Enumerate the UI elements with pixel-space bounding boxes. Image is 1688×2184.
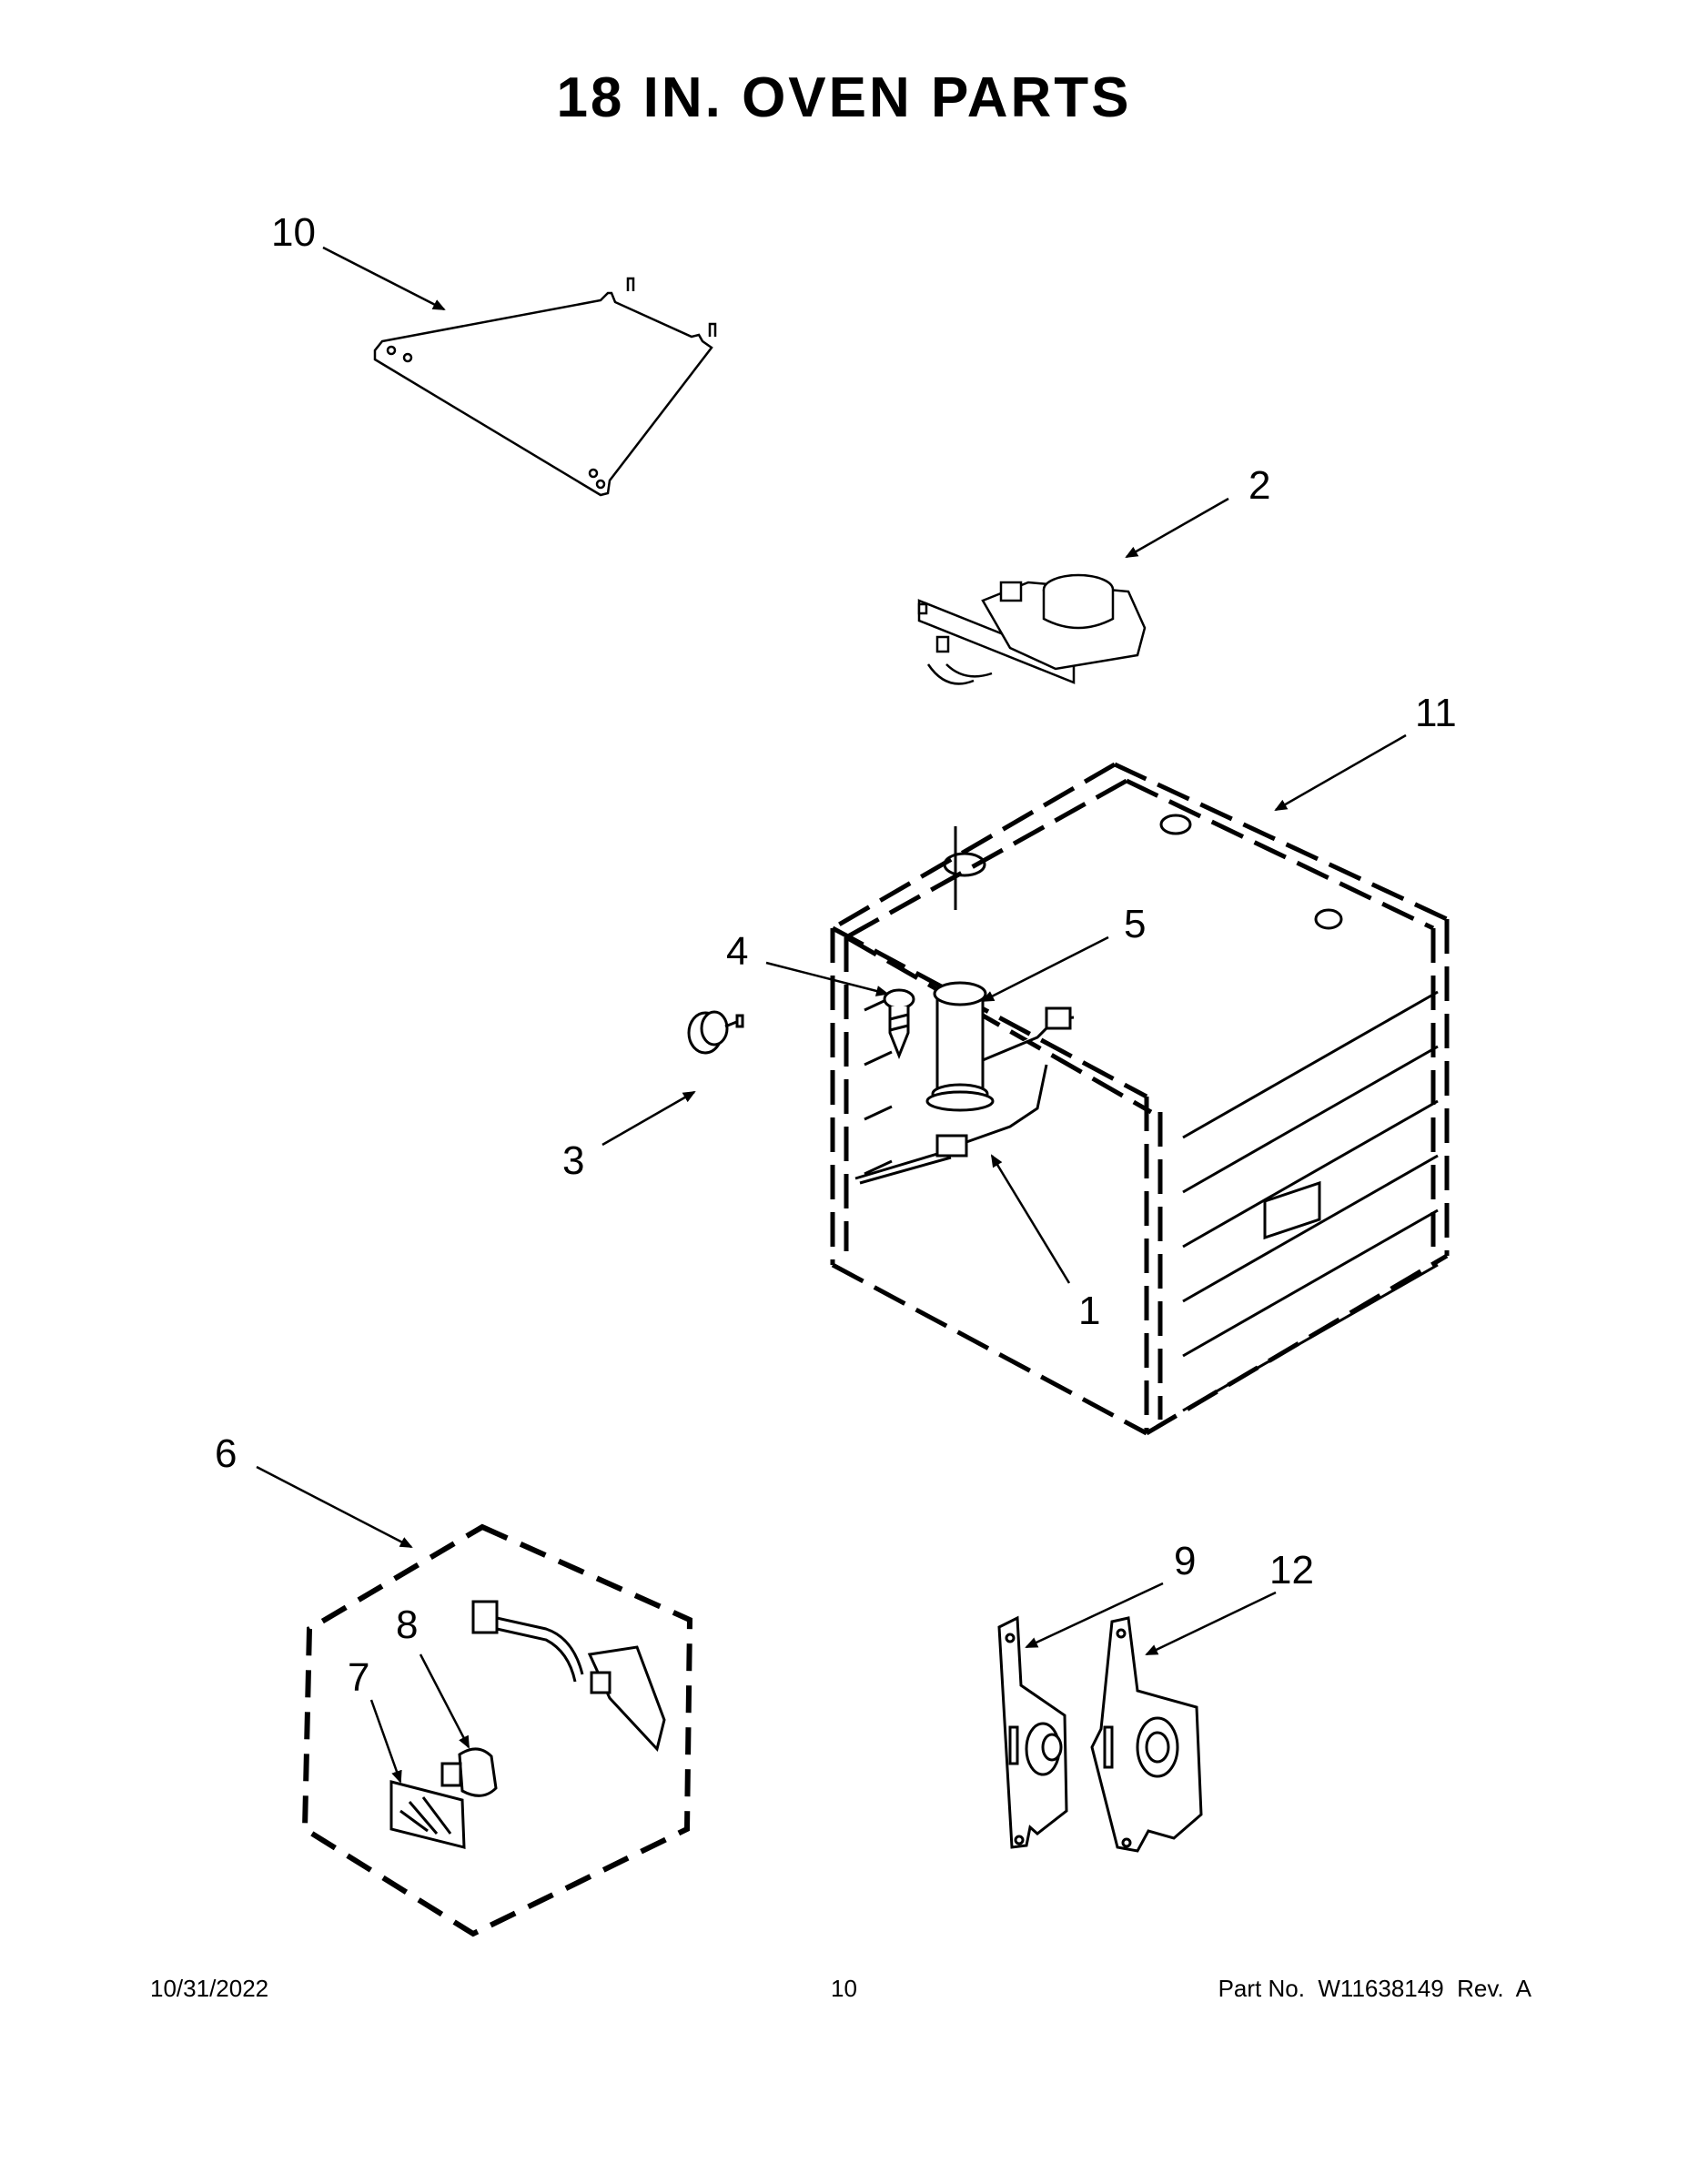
- page-title: 18 IN. OVEN PARTS: [556, 66, 1132, 129]
- leader-11: [1274, 733, 1407, 812]
- callout-6: 6: [215, 1431, 237, 1476]
- part-4-screw: [883, 988, 915, 1060]
- callout-3: 3: [562, 1138, 584, 1183]
- callout-5: 5: [1124, 902, 1146, 946]
- part-3-knob: [687, 1010, 744, 1055]
- part-1-sensor: [854, 1064, 1048, 1185]
- part-5-light-socket: [925, 981, 1075, 1112]
- leader-4: [765, 961, 889, 996]
- leader-10: [322, 246, 446, 311]
- leader-3: [601, 1090, 696, 1147]
- leader-5: [981, 935, 1109, 1003]
- leader-12: [1145, 1591, 1277, 1656]
- callout-2: 2: [1248, 463, 1270, 508]
- callout-11: 11: [1415, 691, 1457, 735]
- part-12-hinge-right: [1090, 1616, 1203, 1853]
- part-11-oven-cavity: [830, 762, 1450, 1436]
- part-6-lamp-kit-outline: [301, 1523, 693, 1937]
- callout-12: 12: [1269, 1548, 1314, 1592]
- callout-9: 9: [1174, 1539, 1196, 1583]
- footer-part-number: Part No. W11638149 Rev. A: [1218, 1975, 1531, 2002]
- callout-1: 1: [1078, 1289, 1100, 1333]
- leader-8: [419, 1653, 470, 1749]
- leader-1: [990, 1154, 1071, 1284]
- leader-2: [1125, 497, 1229, 559]
- part-6-lamp-housing: [471, 1600, 666, 1753]
- callout-10: 10: [271, 210, 316, 255]
- part-2-latch-assembly: [917, 573, 1147, 685]
- part-11-oven-cavity-racks: [864, 814, 1439, 1412]
- part-7-lens: [389, 1780, 466, 1849]
- footer-date: 10/31/2022: [150, 1975, 269, 2002]
- leader-7: [369, 1699, 402, 1784]
- callout-4: 4: [726, 929, 748, 974]
- callout-8: 8: [396, 1603, 418, 1647]
- part-10-shield: [373, 277, 717, 497]
- part-9-hinge-left: [997, 1615, 1068, 1849]
- footer-page-number: 10: [831, 1975, 857, 2002]
- leader-6: [256, 1465, 413, 1549]
- callout-7: 7: [348, 1655, 369, 1700]
- leader-9: [1025, 1582, 1164, 1649]
- part-8-bulb: [440, 1747, 498, 1797]
